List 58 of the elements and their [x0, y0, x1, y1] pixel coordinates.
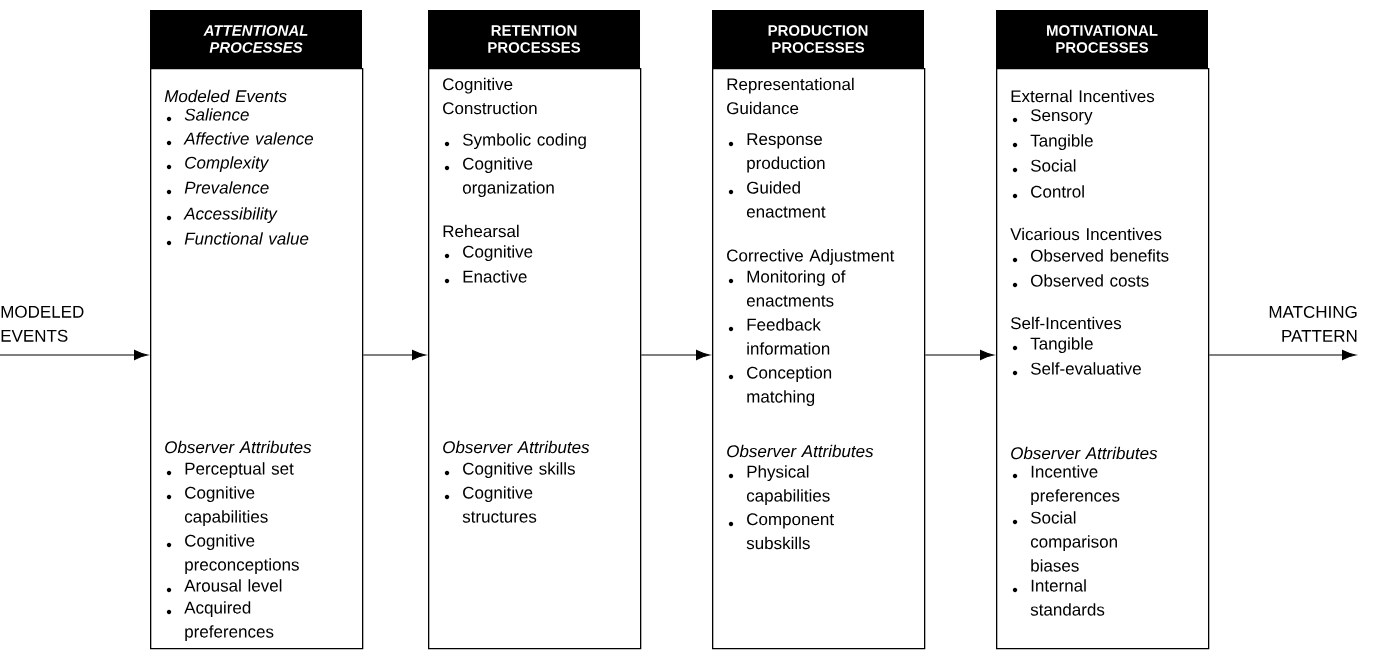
header-band: PRODUCTION PROCESSES — [712, 10, 924, 68]
section-heading: Corrective Adjustment — [727, 249, 895, 265]
bullet-item: Observed benefits — [1012, 249, 1169, 263]
section-heading: Observer Attributes — [727, 444, 874, 458]
section-heading: Vicarious Incentives — [1010, 227, 1162, 241]
bullet-item: Accessibility — [166, 207, 278, 224]
bullet-item: Control — [1012, 185, 1084, 199]
bullet-item: Self-evaluative — [1012, 362, 1141, 376]
flow-label: MATCHING PATTERN — [1269, 305, 1357, 342]
section-heading: Observer Attributes — [443, 440, 590, 454]
arrow — [640, 349, 710, 361]
bullet-item: Cognitive skills — [444, 462, 575, 479]
section-heading: External Incentives — [1011, 89, 1155, 103]
bullet-item: Sensory — [1012, 109, 1093, 125]
section-heading: Cognitive Construction — [443, 77, 537, 115]
bullet-item: Arousal level — [166, 579, 282, 593]
arrow — [1208, 349, 1356, 361]
bullet-item: Affective valence — [166, 132, 314, 146]
bullet-item: Conception matching — [728, 366, 832, 407]
section-heading: Modeled Events — [164, 89, 287, 103]
bullet-item: Functional value — [166, 232, 309, 246]
bullet-item: Enactive — [444, 270, 527, 284]
bullet-item: Prevalence — [166, 181, 269, 195]
bullet-item: Symbolic coding — [444, 133, 586, 150]
bullet-item: Observed costs — [1012, 274, 1149, 288]
bullet-item: Complexity — [166, 156, 270, 173]
bullet-item: Social — [1012, 159, 1076, 173]
header-band: ATTENTIONAL PROCESSES — [150, 10, 362, 68]
flow-label: MODELED EVENTS — [1, 305, 84, 342]
bullet-item: Salience — [166, 108, 249, 122]
bullet-item: Acquired preferences — [166, 601, 274, 642]
bullet-item: Tangible — [1012, 337, 1093, 354]
bullet-item: Guided enactment — [728, 181, 826, 218]
bullet-item: Cognitive preconceptions — [166, 534, 299, 575]
section-heading: Rehearsal — [443, 224, 519, 238]
arrow — [0, 349, 148, 361]
bullet-item: Response production — [728, 133, 825, 173]
section-heading: Observer Attributes — [165, 440, 312, 454]
bullet-item: Cognitive structures — [444, 486, 537, 523]
bullet-item: Tangible — [1012, 134, 1093, 151]
header-band: RETENTION PROCESSES — [428, 10, 640, 68]
bullet-item: Perceptual set — [166, 462, 294, 479]
bullet-item: Physical capabilities — [728, 465, 830, 506]
bullet-item: Cognitive — [444, 245, 533, 262]
arrow — [362, 349, 426, 361]
section-heading: Observer Attributes — [1011, 446, 1158, 460]
bullet-item: Cognitive capabilities — [166, 486, 268, 527]
arrow — [924, 349, 994, 361]
bullet-item: Cognitive organization — [444, 157, 554, 198]
bullet-item: Monitoring of enactments — [728, 270, 846, 307]
bullet-item: Component subskills — [728, 513, 834, 550]
bullet-item: Incentive preferences — [1012, 465, 1120, 506]
section-heading: Representational Guidance — [727, 77, 854, 115]
bullet-item: Social comparison biases — [1012, 511, 1117, 572]
bullet-item: Internal standards — [1012, 579, 1105, 616]
bullet-item: Feedback information — [728, 318, 830, 355]
section-heading: Self-Incentives — [1010, 316, 1122, 330]
header-band: MOTIVATIONAL PROCESSES — [996, 10, 1208, 68]
